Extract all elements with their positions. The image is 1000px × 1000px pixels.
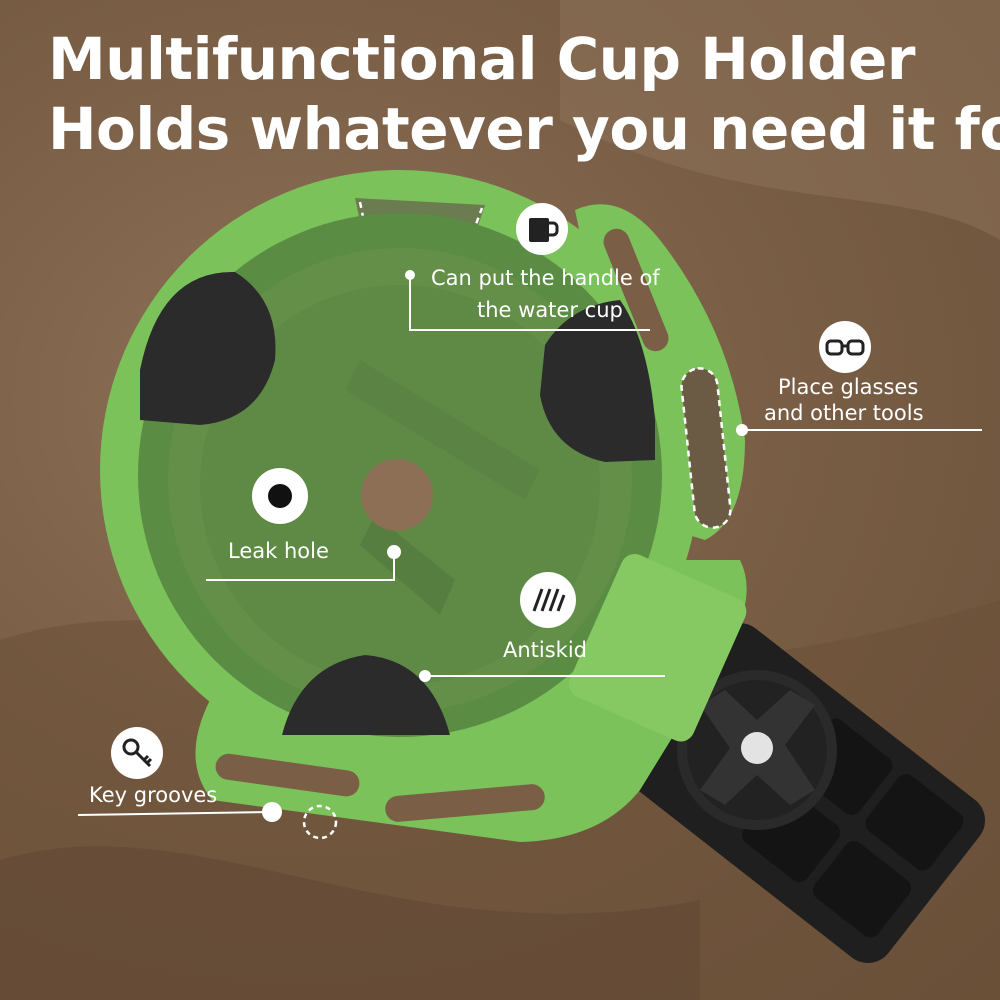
glasses-icon	[819, 321, 871, 373]
antiskid-label: Antiskid	[503, 638, 588, 662]
glasses-callout-line-1: Place glasses	[778, 375, 919, 399]
leak-hole-label: Leak hole	[228, 539, 329, 563]
headline-line-2: Holds whatever you need it for	[48, 95, 1000, 163]
background-wave	[560, 0, 1000, 240]
antiskid-icon	[520, 572, 576, 628]
key-grooves-label: Key grooves	[89, 783, 218, 807]
key-icon	[111, 727, 163, 779]
headline-line-1: Multifunctional Cup Holder	[48, 25, 915, 93]
handle-callout-line-1: Can put the handle of	[431, 266, 660, 290]
glasses-callout-line-2: and other tools	[764, 401, 924, 425]
background-wave	[0, 846, 700, 1000]
handle-callout-line-2: the water cup	[477, 298, 623, 322]
leak-hole-icon	[252, 468, 308, 524]
mug-icon	[516, 203, 568, 255]
callout-lines	[77, 275, 982, 816]
callout-dots	[262, 270, 748, 822]
adjustment-knob	[677, 670, 837, 830]
